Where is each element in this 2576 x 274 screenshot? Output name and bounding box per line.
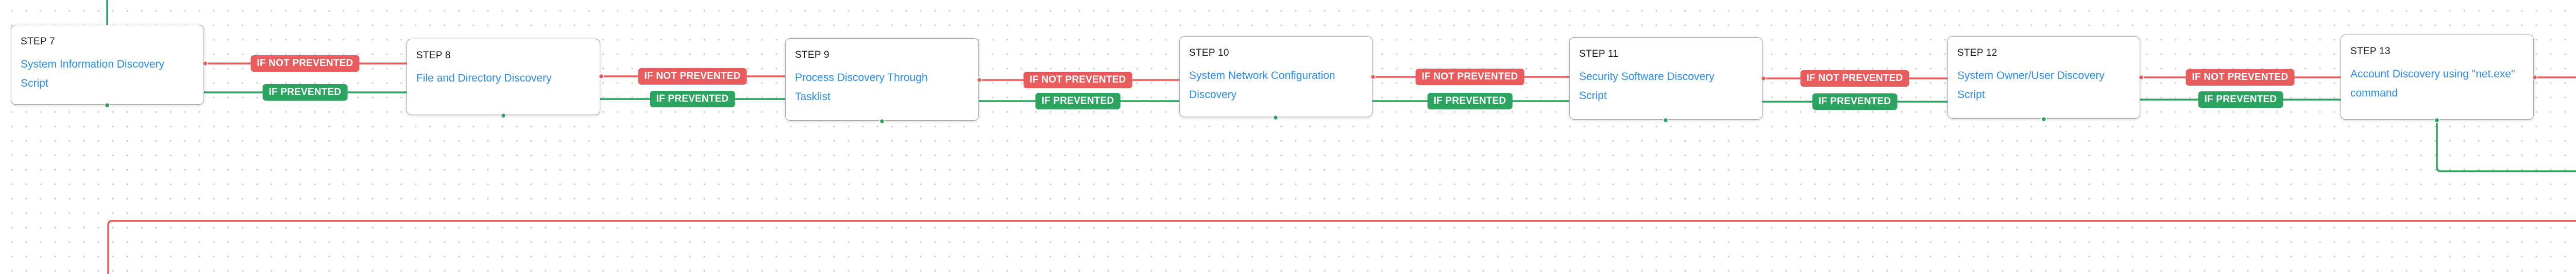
step-13-scenario-link[interactable]: Account Discovery using "net.exe" comman… — [2350, 68, 2515, 99]
step-12-title: STEP 12 — [1957, 47, 1997, 58]
step-card-13[interactable]: STEP 13 Account Discovery using "net.exe"… — [2341, 35, 2534, 120]
step-card-12[interactable]: STEP 12 System Owner/User Discovery Scrip… — [1947, 36, 2140, 119]
step-card-9[interactable]: STEP 9 Process Discovery Through Tasklist — [785, 38, 979, 121]
step-10-title: STEP 10 — [1189, 47, 1229, 58]
step-12-scenario-link[interactable]: System Owner/User Discovery Script — [1957, 70, 2105, 101]
step-13-title: STEP 13 — [2350, 46, 2391, 57]
step-9-title: STEP 9 — [795, 50, 829, 60]
step-card-7[interactable]: STEP 7 System Information Discovery Scrip… — [11, 25, 204, 105]
step-8-title: STEP 8 — [416, 50, 451, 61]
step-7-scenario-link[interactable]: System Information Discovery Script — [21, 58, 164, 89]
step-card-10[interactable]: STEP 10 System Network Configuration Disc… — [1179, 36, 1372, 117]
step-card-11[interactable]: STEP 11 Security Software Discovery Scrip… — [1569, 37, 1762, 120]
step-card-8[interactable]: STEP 8 File and Directory Discovery — [406, 39, 600, 115]
step-8-scenario-link[interactable]: File and Directory Discovery — [416, 72, 552, 84]
step-11-title: STEP 11 — [1579, 49, 1619, 59]
step-9-scenario-link[interactable]: Process Discovery Through Tasklist — [795, 72, 928, 103]
step-11-scenario-link[interactable]: Security Software Discovery Script — [1579, 71, 1715, 102]
step-10-scenario-link[interactable]: System Network Configuration Discovery — [1189, 70, 1335, 101]
step-7-title: STEP 7 — [21, 36, 55, 47]
